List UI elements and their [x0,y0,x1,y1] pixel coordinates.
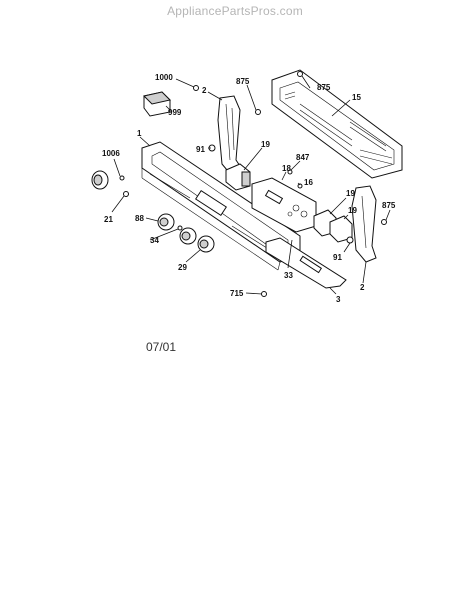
callout-29: 29 [178,263,187,272]
callout-34: 34 [150,236,159,245]
callout-715: 715 [230,289,244,298]
callout-875-a: 875 [236,77,250,86]
screw-1006 [119,175,125,181]
callout-91-a: 91 [196,145,205,154]
spring-34 [177,225,183,231]
callout-labels: 1000 999 875 875 875 2 15 1 91 19 847 18… [102,73,396,304]
screw-715 [261,291,267,297]
callout-19-a: 19 [261,140,270,149]
callout-875-b: 875 [317,83,331,92]
rear-vent-panel [271,69,403,179]
screw-875-b [297,71,303,77]
switch-upper [225,163,251,191]
right-end-bracket [351,185,377,263]
clip-91-b [346,236,354,244]
date-code: 07/01 [146,340,177,354]
callout-19-b: 19 [346,189,355,198]
terminal-block [143,91,171,117]
callout-1: 1 [137,129,142,138]
callout-19-c: 19 [348,206,357,215]
display-board [251,177,317,233]
trim-strip [265,237,347,289]
callout-21: 21 [104,215,113,224]
callout-18: 18 [282,164,291,173]
callout-33: 33 [284,271,293,280]
knob-34 [179,227,197,245]
callout-2-a: 2 [202,86,207,95]
leader-lines [111,75,391,295]
callout-1006: 1006 [102,149,120,158]
screw-1000 [193,85,199,91]
callout-999: 999 [168,108,182,117]
knob-29 [197,235,215,253]
screw-875-a [255,109,261,115]
callout-3: 3 [336,295,341,304]
callout-15: 15 [352,93,361,102]
screw-847 [287,169,293,175]
callout-88: 88 [135,214,144,223]
watermark: AppliancePartsPros.com [167,4,303,18]
callout-91-b: 91 [333,253,342,262]
knob-1006 [91,170,109,190]
callout-847: 847 [296,153,310,162]
clip-21 [123,191,129,197]
callout-16: 16 [304,178,313,187]
callout-1000: 1000 [155,73,173,82]
knob-88 [157,213,175,231]
screw-875-c [381,219,387,225]
screw-16 [297,183,303,189]
callout-875-c: 875 [382,201,396,210]
callout-2-b: 2 [360,283,365,292]
